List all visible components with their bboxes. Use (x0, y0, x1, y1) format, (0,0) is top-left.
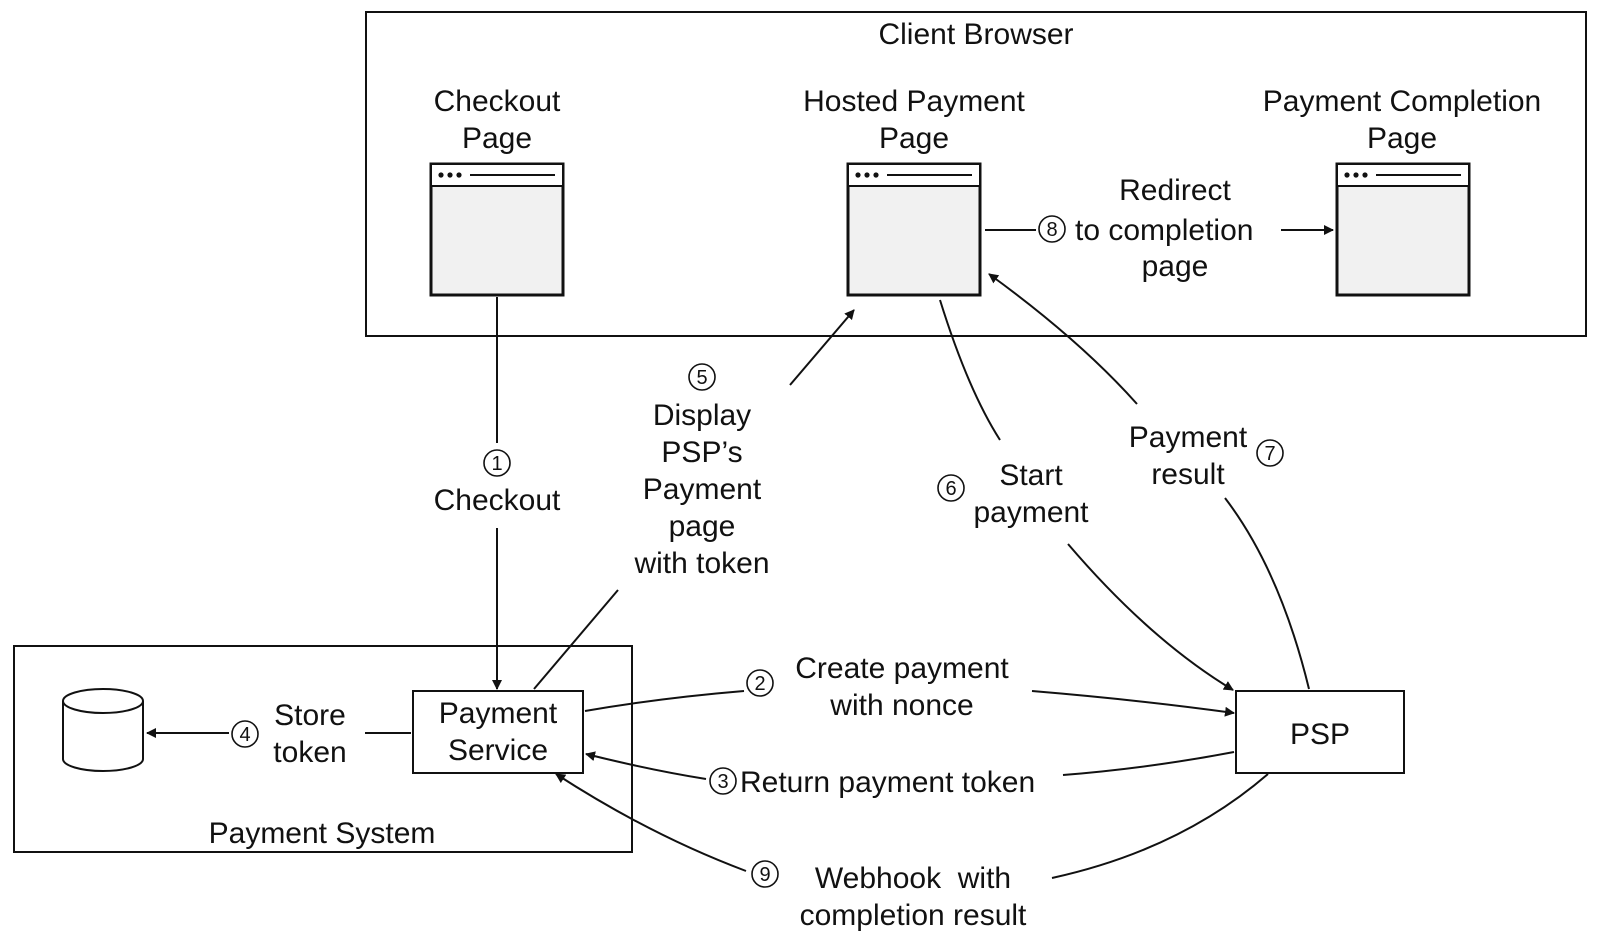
step-7-label-line-1: Payment (1129, 421, 1248, 454)
payment-system-container: Payment System (13, 645, 633, 853)
step-6-label-line-1: Start (999, 459, 1063, 492)
completion-page-node: Payment Completion Page (1263, 85, 1541, 297)
step-7-label-line-2: result (1151, 458, 1225, 491)
step-8-number: 8 (1046, 219, 1057, 241)
step-7-number-badge (1256, 439, 1284, 467)
step-1-number: 1 (491, 453, 502, 475)
client-browser-border (365, 11, 1587, 337)
step-4-number: 4 (239, 724, 250, 746)
step-5-label-line-5: with token (633, 547, 769, 580)
checkout-page-node: Checkout Page (429, 85, 565, 297)
step-6-start-payment: 6 Start payment (937, 299, 1234, 691)
step-9-label-line-1: Webhook with (815, 862, 1011, 895)
step-7-arrow-lower (1224, 497, 1310, 690)
step-5-label-line-2: PSP’s (661, 436, 742, 469)
step-6-arrow-upper (939, 299, 1001, 441)
client-browser-container: Client Browser (365, 11, 1587, 337)
step-5-number-badge (688, 363, 716, 391)
step-2-arrow-left (584, 690, 745, 712)
step-3-number: 3 (717, 771, 728, 793)
step-9-number: 9 (759, 864, 770, 886)
step-9-arrow-right (1051, 773, 1269, 879)
step-2-number-badge (746, 669, 774, 697)
step-6-arrow (1067, 543, 1234, 691)
psp-box (1235, 690, 1405, 774)
database-icon (62, 688, 144, 772)
step-5-label-line-3: Payment (643, 473, 762, 506)
step-9-number-badge (751, 860, 779, 888)
step-8-label-line-3: page (1142, 250, 1209, 283)
step-8-redirect: 8 Redirect to completion page (985, 174, 1334, 283)
step-7-arrow (988, 273, 1138, 405)
step-5-label-line-4: page (669, 510, 736, 543)
step-4-number-badge (231, 720, 259, 748)
step-1-checkout: 1 Checkout (434, 297, 561, 690)
step-2-label-line-1: Create payment (795, 652, 1009, 685)
step-8-label-line-1: Redirect (1119, 174, 1231, 207)
step-4-label-line-1: Store (274, 699, 346, 732)
payment-service-label-line-1: Payment (439, 697, 558, 730)
step-2-create-payment: 2 Create payment with nonce (584, 652, 1235, 722)
client-browser-title: Client Browser (878, 18, 1073, 51)
step-2-number: 2 (754, 673, 765, 695)
step-5-number: 5 (696, 367, 707, 389)
browser-window-icon (1335, 162, 1471, 297)
step-2-arrow (1031, 690, 1235, 717)
step-7-number: 7 (1264, 443, 1275, 465)
step-9-arrow (555, 773, 747, 872)
hosted-payment-page-label-line-1: Hosted Payment (803, 85, 1025, 118)
payment-system-border (13, 645, 633, 853)
hosted-payment-page-node: Hosted Payment Page (803, 85, 1026, 297)
psp-label: PSP (1290, 718, 1350, 751)
hosted-payment-page-label-line-2: Page (879, 122, 949, 155)
completion-page-label-line-2: Page (1367, 122, 1437, 155)
completion-page-label-line-1: Payment Completion (1263, 85, 1541, 118)
checkout-page-label-line-1: Checkout (434, 85, 561, 118)
step-3-arrow (585, 751, 707, 780)
step-8-label-line-2: to completion (1075, 214, 1253, 247)
step-5-label-line-1: Display (653, 399, 751, 432)
payment-service-node: Payment Service (412, 690, 584, 774)
step-1-number-badge (483, 449, 511, 477)
step-4-store-token: 4 Store token (146, 699, 411, 769)
psp-node: PSP (1235, 690, 1405, 774)
checkout-page-label-line-2: Page (462, 122, 532, 155)
step-5-arrow (789, 309, 855, 386)
payment-service-box (412, 690, 584, 774)
step-9-webhook: 9 Webhook with completion result (555, 773, 1269, 932)
step-3-label: Return payment token (740, 766, 1035, 799)
step-4-label-line-2: token (273, 736, 346, 769)
payment-system-title: Payment System (209, 817, 436, 850)
step-7-payment-result: 7 Payment result (988, 273, 1310, 690)
step-1-label: Checkout (434, 484, 561, 517)
step-6-number-badge (937, 474, 965, 502)
step-3-number-badge (709, 767, 737, 795)
step-5-display-payment-page: 5 Display PSP’s Payment page with token (533, 309, 855, 690)
step-5-arrow-lower (533, 589, 619, 690)
browser-window-icon (429, 162, 565, 297)
step-2-label-line-2: with nonce (829, 689, 973, 722)
payment-service-label-line-2: Service (448, 734, 548, 767)
step-6-number: 6 (945, 478, 956, 500)
step-9-label-line-2: completion result (800, 899, 1027, 932)
step-3-return-token: 3 Return payment token (585, 751, 1235, 799)
browser-window-icon (846, 162, 982, 297)
step-8-number-badge (1038, 215, 1066, 243)
step-6-label-line-2: payment (973, 496, 1089, 529)
step-3-arrow-right (1062, 751, 1235, 776)
